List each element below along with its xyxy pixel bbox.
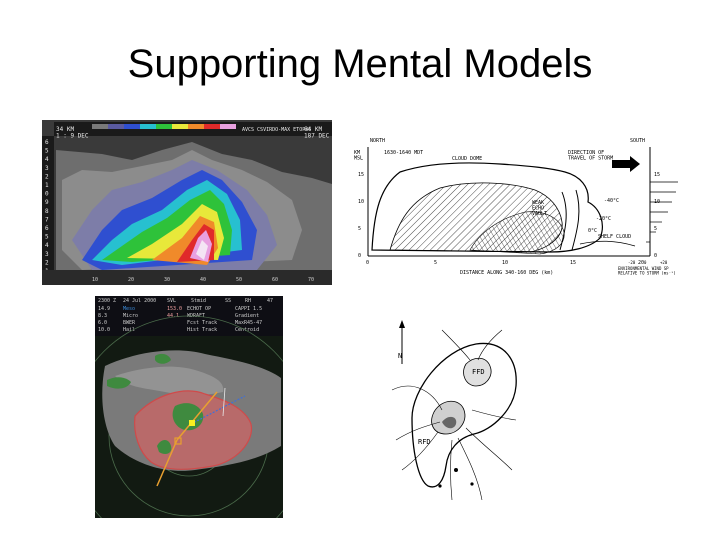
storm-cell-marker [174, 437, 182, 445]
radar-header-field: SS [225, 298, 231, 304]
schematic-x-axis-label: DISTANCE ALONG 340-160 DEG (km) [460, 270, 553, 276]
schematic-x-ticks: 0 5 10 15 20-20 0 +20 [366, 260, 668, 266]
cross-section-y-tick: 7 [45, 216, 49, 223]
radar-legend2-value: 153.0 [167, 306, 182, 312]
north-arrow-icon [399, 320, 405, 328]
schematic-y-tick-right: 0 [654, 253, 657, 259]
cross-section-x-tick: 50 [236, 277, 242, 283]
schematic-y-tick: 15 [358, 172, 364, 178]
radar-header-field: 24 Jul 2000 [123, 298, 156, 304]
schematic-x-tick: 0 [366, 260, 369, 266]
schematic-x-tick: 15 [570, 260, 576, 266]
cross-section-x-tick: 10 [92, 277, 98, 283]
radar-legend2-label: Fcst Track [187, 320, 217, 326]
cross-section-y-tick: 2 [45, 259, 49, 266]
schematic-north-label: NORTH [370, 138, 385, 144]
radar-legend3-label: Gradient [235, 313, 259, 319]
schematic-x-tick: 10 [502, 260, 508, 266]
cross-section-y-tick: 5 [45, 148, 49, 155]
cross-section-y-tick: 6 [45, 139, 49, 146]
schematic-x-tick: 5 [434, 260, 437, 266]
radar-legend3-label: CAPPI 1.5 [235, 306, 262, 312]
cross-section-y-tick: 1 [45, 182, 49, 189]
radar-legend-value: 14.9 [98, 306, 110, 312]
schematic-wind-tick: -20 [628, 260, 636, 265]
cross-section-y-tick: 8 [45, 208, 49, 215]
radar-legend-label: Micro [123, 313, 138, 319]
schematic-south-label: SOUTH [630, 138, 645, 144]
cross-section-y-tick: 4 [45, 156, 49, 163]
radar-header-field: SVL [167, 298, 176, 304]
rfd-label: RFD [418, 438, 431, 446]
cross-section-x-tick: 60 [272, 277, 278, 283]
radar-legend-value: 10.0 [98, 327, 110, 333]
cross-section-x-tick: 20 [128, 277, 134, 283]
radar-legend3-label: Centroid [235, 327, 259, 333]
cross-section-y-tick: 9 [45, 199, 49, 206]
schematic-y-tick-right: 15 [654, 172, 660, 178]
schematic-y-tick-right: 10 [654, 199, 660, 205]
radar-header-field: RH [245, 298, 251, 304]
cross-section-header-title: AVCS CSVIRDO-MAX ETOP45 [242, 127, 311, 133]
slide-title: Supporting Mental Models [127, 42, 593, 86]
radar-header-field: 47 [267, 298, 273, 304]
radar-legend-label: Meso [123, 306, 135, 312]
cross-section-x-tick: 30 [164, 277, 170, 283]
schematic-time-label: 1630-1640 MDT [384, 150, 423, 156]
cross-section-x-tick: 40 [200, 277, 206, 283]
radar-header-field: Stmid [191, 298, 206, 304]
supercell-plan-view-image: N FFD RFD [382, 310, 522, 518]
cross-section-y-tick: 2 [45, 173, 49, 180]
radar-legend-value: 6.0 [98, 320, 107, 326]
schematic-x-tick: 20 [638, 260, 644, 266]
radar-legend2-label: ECHOT OP [187, 306, 211, 312]
north-arrow-label: N [398, 352, 402, 360]
iso-minus20-label: -20°C [596, 216, 611, 222]
radar-legend2-value: 44.1 [167, 313, 179, 319]
radar-legend-label: BWER [123, 320, 136, 326]
schematic-y-tick: 0 [358, 253, 361, 259]
cross-section-x-ticks: 10 20 30 40 50 60 70 [92, 277, 314, 283]
schematic-y-tick-right: 5 [654, 226, 657, 232]
radar-header-row: 2300 Z 24 Jul 2000 SVL Stmid SS RH 47 [98, 298, 273, 304]
cross-section-y-tick: 3 [45, 165, 49, 172]
radar-legend2-label: Hist Track [187, 327, 217, 333]
cross-section-y-tick: 4 [45, 242, 49, 249]
iso-zero-label: 0°C [588, 228, 597, 234]
storm-centroid-marker [189, 420, 195, 426]
schematic-wind-tick: 0 [644, 260, 647, 265]
ffd-label: FFD [472, 368, 485, 376]
schematic-wind-tick: +20 [660, 260, 668, 265]
schematic-y-tick: 10 [358, 199, 364, 205]
cross-section-y-tick: 5 [45, 234, 49, 241]
iso-minus40-label: -40°C [604, 198, 619, 204]
schematic-y-tick: 5 [358, 226, 361, 232]
cross-section-y-tick: 3 [45, 251, 49, 258]
schematic-cloud-dome-label: CLOUD DOME [452, 156, 482, 162]
cross-section-y-tick: 6 [45, 225, 49, 232]
cross-section-y-tick: 0 [45, 191, 49, 198]
radar-header-field: 2300 Z [98, 298, 116, 304]
radar-legend-label: Hail [123, 327, 135, 333]
schematic-y-ticks: 15 10 5 0 15 10 5 0 [358, 172, 660, 259]
radar-legend3-label: MaxR45-47 [235, 320, 262, 326]
cross-section-x-tick: 70 [308, 277, 314, 283]
radar-display-image: 2300 Z 24 Jul 2000 SVL Stmid SS RH 47 14.9 Meso… [95, 296, 283, 518]
direction-arrow-icon [612, 156, 640, 172]
radar-legend-value: 8.3 [98, 313, 107, 319]
shelf-cloud-label: SHELF CLOUD [598, 234, 631, 240]
